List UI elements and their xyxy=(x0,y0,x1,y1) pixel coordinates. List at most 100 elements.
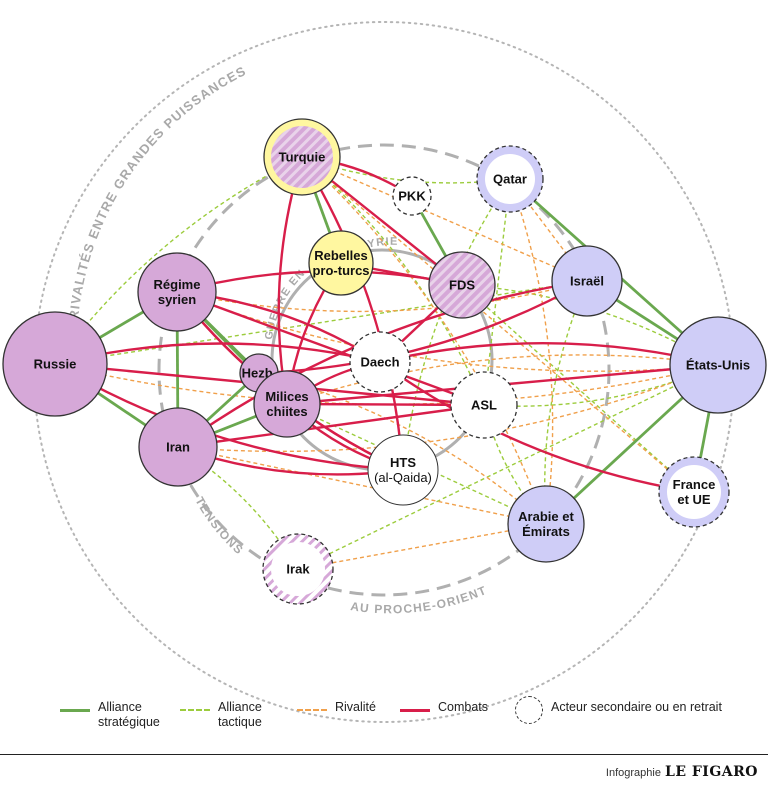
legend: Alliance stratégique Alliance tactique R… xyxy=(60,696,760,750)
node-hts-label: (al-Qaida) xyxy=(374,470,432,485)
middle-ring xyxy=(157,143,611,597)
node-israel-label: Israël xyxy=(570,274,604,289)
node-hts: HTS(al-Qaida) xyxy=(367,434,439,506)
node-rebelles-circle xyxy=(308,230,374,296)
node-usa-circle xyxy=(669,316,767,414)
node-pkk-label: PKK xyxy=(398,189,426,204)
node-arabie-label: Émirats xyxy=(522,524,570,539)
credit: Infographie LE FIGARO xyxy=(606,764,758,780)
node-asl-label: ASL xyxy=(471,398,497,413)
node-rebelles-label: Rebelles xyxy=(314,248,367,263)
node-irak-circle xyxy=(271,542,325,596)
proche-orient-label: AU PROCHE-ORIENT xyxy=(350,583,489,616)
node-asl: ASL xyxy=(450,371,518,439)
legend-alliance-tactique: Alliance tactique xyxy=(180,700,262,730)
link-rivalite-turquie-israel xyxy=(301,156,588,282)
legend-swatch-strategique xyxy=(60,709,90,712)
proche-orient-label-path: AU PROCHE-ORIENT xyxy=(350,583,488,616)
legend-label: Combats xyxy=(438,700,489,714)
legend-swatch-tactique xyxy=(180,709,210,711)
legend-label: Alliance tactique xyxy=(218,700,262,729)
link-rivalite-milices-usa xyxy=(286,354,719,405)
node-france-label: et UE xyxy=(677,492,711,507)
node-milices-circle xyxy=(253,370,321,438)
node-russie-label: Russie xyxy=(34,357,77,372)
link-combats-daech-france xyxy=(379,361,695,494)
link-combats-turquie-hts xyxy=(300,156,405,471)
node-rebelles-label: pro-turcs xyxy=(312,263,369,278)
node-arabie-circle xyxy=(507,485,585,563)
link-combats-iran-asl xyxy=(177,403,485,449)
legend-secondaire: Acteur secondaire ou en retrait xyxy=(515,696,722,724)
node-qatar-label: Qatar xyxy=(493,172,527,187)
node-regime-circle xyxy=(137,252,217,332)
node-regime-label: syrien xyxy=(158,292,196,307)
node-iran: Iran xyxy=(138,407,218,487)
node-arabie-label: Arabie et xyxy=(518,509,574,524)
link-alliance-tactique-irak-usa xyxy=(297,364,719,570)
node-hts-label: HTS xyxy=(390,455,416,470)
tensions-label: TENSIONS xyxy=(192,495,246,558)
node-irak-label: Irak xyxy=(286,562,310,577)
guerre-en-label-path: GUERRE EN xyxy=(263,267,307,341)
credit-brand-logo: LE FIGARO xyxy=(664,764,758,780)
nodes-layer: RussieRégimesyrienIranHezb.Miliceschiite… xyxy=(2,118,767,605)
node-fds: FDS xyxy=(428,251,496,319)
node-milices-label: chiites xyxy=(266,404,307,419)
link-rivalite-iran-arabie xyxy=(177,446,547,525)
link-rivalite-iran-usa xyxy=(177,364,719,453)
legend-swatch-combats xyxy=(400,709,430,712)
node-regime-label: Régime xyxy=(154,277,201,292)
node-daech: Daech xyxy=(349,331,411,393)
node-russie-circle xyxy=(2,311,108,417)
node-milices-label: Milices xyxy=(265,389,308,404)
node-russie: Russie xyxy=(2,311,108,417)
tensions-label-path: TENSIONS xyxy=(192,495,245,558)
node-fds-circle xyxy=(428,251,496,319)
node-usa: États-Unis xyxy=(669,316,767,414)
node-turquie-label: Turquie xyxy=(279,150,326,165)
link-alliance-tactique-france-fds xyxy=(461,284,695,493)
footer-divider xyxy=(0,754,768,755)
link-combats-hezb-israel xyxy=(258,279,588,375)
node-irak: Irak xyxy=(262,533,334,605)
node-france-label: France xyxy=(673,477,716,492)
link-alliance-tactique-turquie-asl xyxy=(301,156,485,406)
legend-swatch-secondaire xyxy=(515,696,543,724)
link-rivalite-qatar-arabie xyxy=(509,178,554,525)
legend-rivalite: Rivalité xyxy=(297,700,376,715)
legend-combats: Combats xyxy=(400,700,488,715)
link-alliance-tactique-russie-israel xyxy=(54,280,588,365)
node-israel: Israël xyxy=(551,245,623,317)
credit-prefix: Infographie xyxy=(605,767,661,779)
node-pkk: PKK xyxy=(392,176,432,216)
node-turquie-circle xyxy=(271,126,333,188)
node-israel-circle xyxy=(551,245,623,317)
node-qatar: Qatar xyxy=(476,145,544,213)
legend-label: Alliance stratégique xyxy=(98,700,160,729)
node-usa-label: États-Unis xyxy=(686,358,750,373)
legend-swatch-rivalite xyxy=(297,709,327,711)
legend-label: Acteur secondaire ou en retrait xyxy=(551,700,722,714)
node-qatar-circle xyxy=(485,154,535,204)
link-alliance-tactique-qatar-hts xyxy=(402,178,511,471)
node-hts-circle xyxy=(367,434,439,506)
node-iran-label: Iran xyxy=(166,440,190,455)
legend-label: Rivalité xyxy=(335,700,376,714)
legend-alliance-strategique: Alliance stratégique xyxy=(60,700,160,730)
link-rivalite-regime-israel xyxy=(176,280,588,313)
link-rivalite-france-turquie xyxy=(301,156,695,493)
node-fds-label: FDS xyxy=(449,278,475,293)
guerre-en-label: GUERRE EN xyxy=(263,267,308,341)
node-asl-circle xyxy=(450,371,518,439)
node-pkk-circle xyxy=(392,176,432,216)
node-turquie: Turquie xyxy=(263,118,341,196)
node-daech-circle xyxy=(349,331,411,393)
node-daech-label: Daech xyxy=(360,355,399,370)
